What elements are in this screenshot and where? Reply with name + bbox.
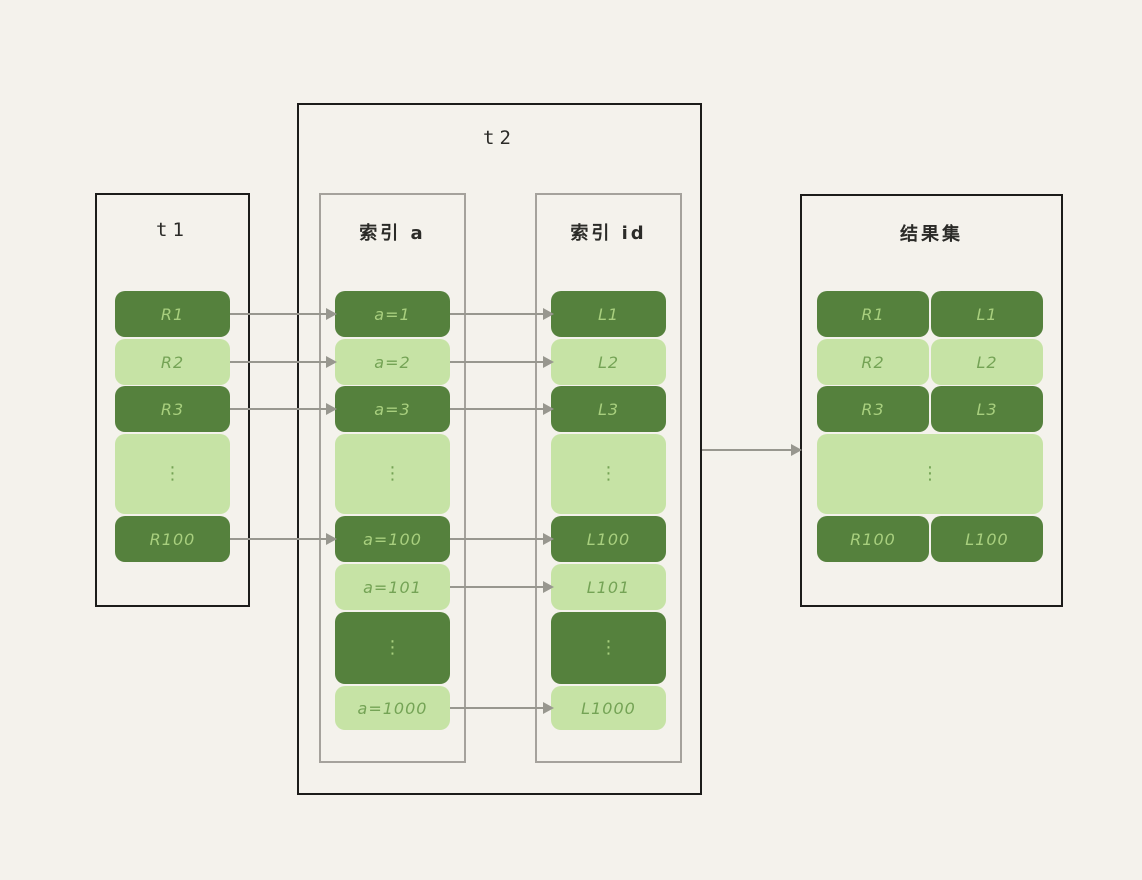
t1-row-ellipsis: ⋮: [115, 434, 230, 514]
t1-row-r100: R100: [115, 516, 230, 562]
index-a-row-1: a=1: [335, 291, 450, 337]
index-a-row-1000: a=1000: [335, 686, 450, 730]
index-id-row-100: L100: [551, 516, 666, 562]
result-label: L3: [976, 399, 998, 419]
arrow-a3-to-l3: [450, 403, 554, 415]
table-t2-title: t2: [483, 127, 516, 149]
index-a-label: a=101: [363, 577, 422, 597]
index-a-label: a=1000: [357, 698, 428, 718]
index-a-row-ellipsis-1: ⋮: [335, 434, 450, 514]
index-a-row-3: a=3: [335, 386, 450, 432]
index-id-label: L3: [597, 399, 620, 419]
result-label: R1: [861, 304, 885, 324]
index-a-row-100: a=100: [335, 516, 450, 562]
index-a-label: a=100: [363, 529, 422, 549]
result-row-2-left: R2: [817, 339, 929, 385]
ellipsis-glyph: ⋮: [383, 463, 402, 484]
arrow-r100-to-a100: [230, 533, 337, 545]
index-id-label: L1: [597, 304, 620, 324]
t1-row-label: R3: [160, 399, 185, 419]
t1-row-r2: R2: [115, 339, 230, 385]
result-row-2-right: L2: [931, 339, 1043, 385]
index-a-panel: 索引 a a=1 a=2 a=3 ⋮ a=100 a=101 ⋮ a=1000: [319, 193, 466, 763]
index-a-row-2: a=2: [335, 339, 450, 385]
index-a-label: a=2: [374, 352, 411, 372]
result-label: R3: [861, 399, 885, 419]
arrow-a100-to-l100: [450, 533, 554, 545]
index-id-row-101: L101: [551, 564, 666, 610]
arrow-a101-to-l101: [450, 581, 554, 593]
t1-row-r3: R3: [115, 386, 230, 432]
table-t2-panel: t2: [297, 103, 702, 795]
arrow-a1-to-l1: [450, 308, 554, 320]
index-id-panel: 索引 id L1 L2 L3 ⋮ L100 L101 ⋮ L1000: [535, 193, 682, 763]
result-set-panel: 结果集 R1 L1 R2 L2 R3 L3 ⋮ R100 L100: [800, 194, 1063, 607]
t1-row-label: R2: [160, 352, 185, 372]
index-id-row-1: L1: [551, 291, 666, 337]
result-label: L2: [976, 352, 998, 372]
index-a-label: a=1: [374, 304, 411, 324]
index-id-row-1000: L1000: [551, 686, 666, 730]
result-row-ellipsis: ⋮: [817, 434, 1043, 514]
result-row-3-left: R3: [817, 386, 929, 432]
index-a-label: a=3: [374, 399, 411, 419]
arrow-r1-to-a1: [230, 308, 337, 320]
result-row-100-right: L100: [931, 516, 1043, 562]
result-label: L100: [965, 529, 1009, 549]
ellipsis-glyph: ⋮: [163, 463, 182, 484]
index-id-label: L101: [586, 577, 631, 597]
arrow-a2-to-l2: [450, 356, 554, 368]
index-id-row-3: L3: [551, 386, 666, 432]
index-a-row-ellipsis-2: ⋮: [335, 612, 450, 684]
index-id-row-ellipsis-1: ⋮: [551, 434, 666, 514]
arrow-t2-to-result: [702, 444, 802, 456]
arrow-r2-to-a2: [230, 356, 337, 368]
arrow-r3-to-a3: [230, 403, 337, 415]
table-t1-title: t1: [156, 219, 189, 241]
arrow-a1000-to-l1000: [450, 702, 554, 714]
index-a-title: 索引 a: [359, 223, 426, 244]
index-id-title: 索引 id: [570, 223, 647, 244]
index-id-row-2: L2: [551, 339, 666, 385]
result-row-100-left: R100: [817, 516, 929, 562]
result-label: R2: [861, 352, 885, 372]
t1-row-label: R100: [149, 529, 196, 549]
index-a-row-101: a=101: [335, 564, 450, 610]
index-id-label: L100: [586, 529, 631, 549]
t1-row-r1: R1: [115, 291, 230, 337]
result-label: R100: [850, 529, 896, 549]
t1-row-label: R1: [160, 304, 185, 324]
index-id-label: L1000: [581, 698, 636, 718]
result-row-1-left: R1: [817, 291, 929, 337]
ellipsis-glyph: ⋮: [599, 463, 618, 484]
result-row-1-right: L1: [931, 291, 1043, 337]
index-id-label: L2: [597, 352, 620, 372]
ellipsis-glyph: ⋮: [599, 637, 618, 658]
table-t1-panel: t1 R1 R2 R3 ⋮ R100: [95, 193, 250, 607]
result-row-3-right: L3: [931, 386, 1043, 432]
ellipsis-glyph: ⋮: [383, 637, 402, 658]
result-label: L1: [976, 304, 998, 324]
result-set-title: 结果集: [900, 224, 963, 245]
ellipsis-glyph: ⋮: [921, 463, 939, 484]
index-id-row-ellipsis-2: ⋮: [551, 612, 666, 684]
